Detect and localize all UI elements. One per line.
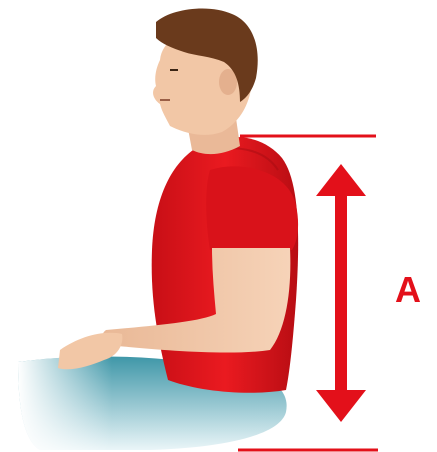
arrow-up-icon (316, 164, 366, 196)
arrow-down-icon (316, 390, 366, 422)
measurement-label: A (388, 270, 428, 310)
